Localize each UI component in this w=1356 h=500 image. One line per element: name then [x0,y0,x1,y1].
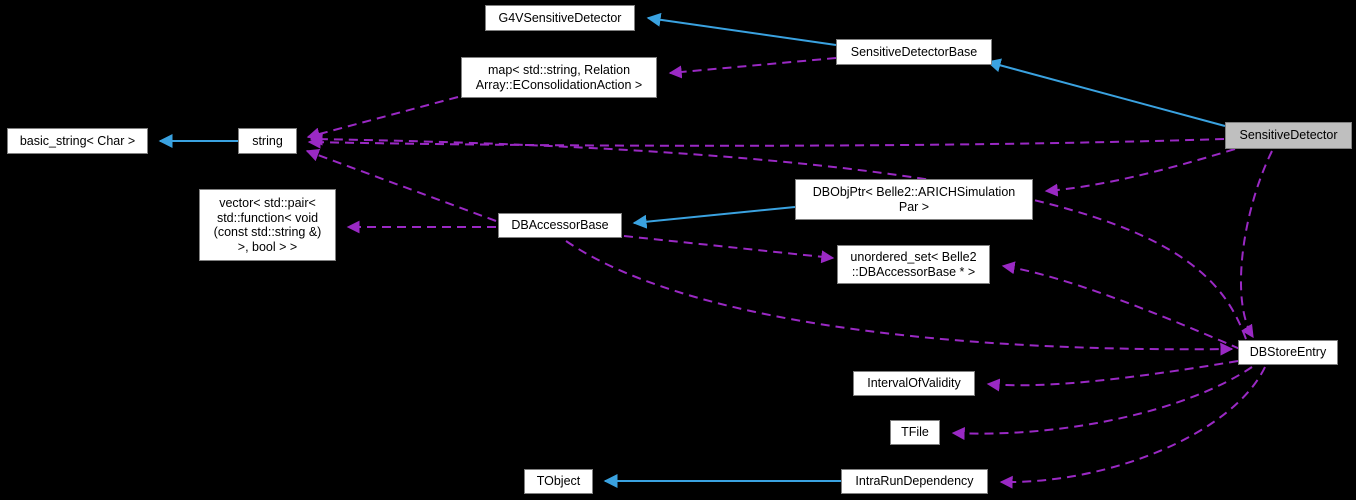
edge-dbstoreentry-to-tfile [951,366,1253,441]
class-node-label: IntraRunDependency [855,474,974,489]
class-node-intrarundependency[interactable]: IntraRunDependency [841,469,988,494]
class-node-label: unordered_set< Belle2 ::DBAccessorBase *… [850,250,977,279]
edge-dbstoreentry-to-intrarundependency [999,366,1266,489]
class-node-sensitivedetectorbase[interactable]: SensitiveDetectorBase [836,39,992,65]
class-node-label: basic_string< Char > [19,133,136,148]
usage-edges [305,57,1273,489]
class-node-label: DBAccessorBase [511,218,609,233]
class-node-label: map< std::string, Relation Array::EConso… [475,63,643,92]
class-node-label: string [252,133,283,148]
edge-dbaccessorbase-to-dbstoreentry [565,240,1234,356]
class-node-dbaccessorbase[interactable]: DBAccessorBase [498,213,622,238]
inheritance-edges [158,12,1226,488]
edge-sensitivedetector-to-string [307,135,1225,149]
edge-dbaccessorbase-to-string [305,148,497,222]
edge-dbaccessorbase-to-unordered-set [623,235,835,264]
class-node-g4vsensitivedetector[interactable]: G4VSensitiveDetector [485,5,635,31]
class-node-label: G4VSensitiveDetector [498,10,622,25]
edge-sensitivedetectorbase-to-g4vsensitivedetector [646,12,837,46]
class-node-label: TObject [536,474,581,489]
class-node-label: SensitiveDetector [1239,128,1338,143]
edge-sensitivedetector-to-dbobjptr [1044,148,1236,197]
class-node-map_relation[interactable]: map< std::string, Relation Array::EConso… [461,57,657,98]
edge-dbstoreentry-to-intervalofvalidity [986,360,1239,392]
class-node-label: SensitiveDetectorBase [850,44,978,59]
class-node-tobject[interactable]: TObject [524,469,593,494]
edge-dbobjptr-to-dbaccessorbase [632,206,796,229]
edge-map-relation-to-string [306,96,459,141]
edge-sensitivedetector-to-sensitivedetectorbase [986,58,1226,127]
edge-sensitivedetector-to-dbstoreentry [1240,150,1273,339]
class-node-dbobjptr[interactable]: DBObjPtr< Belle2::ARICHSimulation Par > [795,179,1033,220]
class-node-label: IntervalOfValidity [867,376,961,391]
class-node-dbstoreentry[interactable]: DBStoreEntry [1238,340,1338,365]
class-node-intervalofvalidity[interactable]: IntervalOfValidity [853,371,975,396]
class-node-basic_string[interactable]: basic_string< Char > [7,128,148,154]
class-node-vector_pair[interactable]: vector< std::pair< std::function< void (… [199,189,336,261]
class-node-sensitivedetector[interactable]: SensitiveDetector [1225,122,1352,149]
edge-dbstoreentry-to-string [309,132,1247,340]
class-node-label: DBObjPtr< Belle2::ARICHSimulation Par > [812,185,1016,214]
edge-sensitivedetectorbase-to-map-relation [668,57,837,79]
class-node-tfile[interactable]: TFile [890,420,940,445]
class-node-label: TFile [901,425,929,440]
class-node-label: vector< std::pair< std::function< void (… [213,196,322,254]
class-node-string[interactable]: string [238,128,297,154]
class-node-label: DBStoreEntry [1249,345,1327,360]
class-node-unordered_set[interactable]: unordered_set< Belle2 ::DBAccessorBase *… [837,245,990,284]
edge-dbstoreentry-to-unordered-set [1001,261,1241,350]
